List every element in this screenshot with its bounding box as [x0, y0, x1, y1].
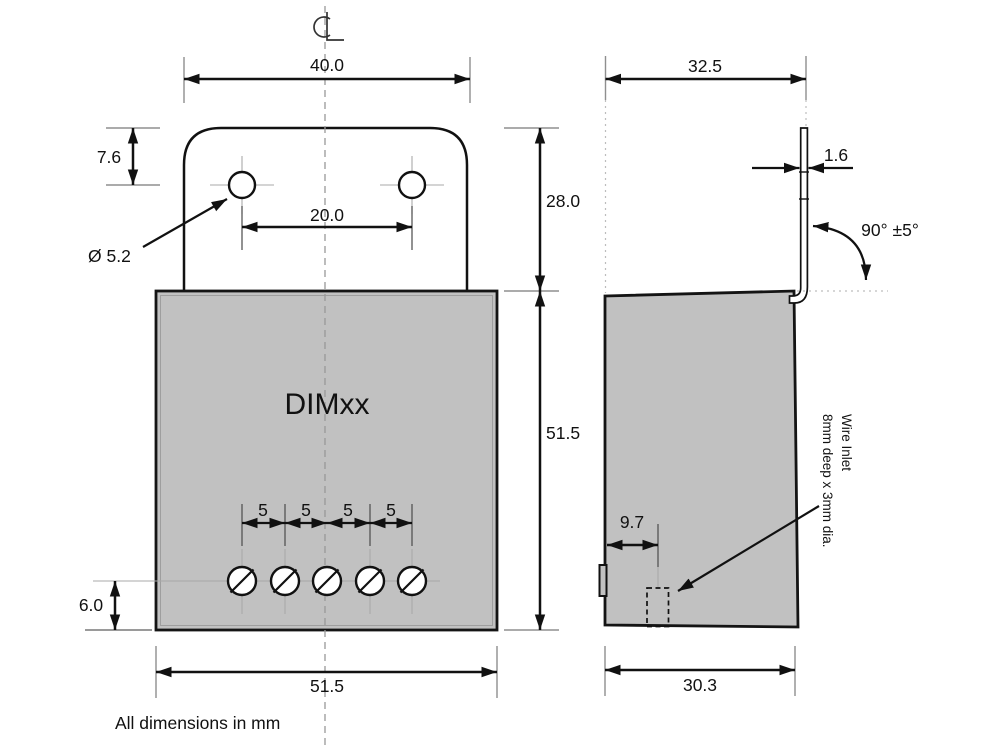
dim-tab-thickness: 1.6 [752, 145, 853, 174]
terminal-screw [354, 565, 386, 597]
dim-terminal-offset: 6.0 [79, 581, 152, 631]
terminal-screw [269, 565, 301, 597]
dim-label-51-5-width: 51.5 [310, 676, 344, 696]
dim-body-width: 51.5 [155, 646, 498, 698]
device-body-inner-edge [160, 295, 493, 626]
dim-label-20: 20.0 [310, 205, 344, 225]
device-label: DIMxx [285, 388, 370, 421]
dim-label-7-6: 7.6 [97, 147, 121, 167]
side-view: 32.5 1.6 90° ±5° 9.7 Wire Inlet [598, 56, 919, 696]
dim-hole-spacing: 20.0 [241, 205, 413, 250]
dim-bracket-width: 40.0 [183, 55, 471, 103]
dim-label-hole-dia: Ø 5.2 [88, 246, 131, 266]
wire-inlet-note: Wire Inlet 8mm deep x 3mm dia. [820, 414, 854, 548]
dim-label-28: 28.0 [546, 191, 580, 211]
bracket-hole-right [397, 170, 427, 200]
terminal-screw [396, 565, 428, 597]
dim-hole-offset: 7.6 [97, 127, 160, 186]
side-bracket-tab [788, 127, 809, 304]
dim-label-angle: 90° ±5° [861, 220, 919, 240]
dim-label-30-3: 30.3 [683, 675, 717, 695]
dim-label-9-7: 9.7 [620, 512, 644, 532]
dim-label-6: 6.0 [79, 595, 104, 615]
dim-label-32-5: 32.5 [688, 56, 722, 76]
dim-label-40: 40.0 [310, 55, 344, 75]
dim-depth: 32.5 [604, 56, 807, 293]
dim-bracket-height: 28.0 51.5 [504, 127, 580, 631]
wire-inlet-note-line1: Wire Inlet [839, 414, 854, 471]
terminal-screws [93, 549, 440, 614]
dim-label-pitch-4: 5 [386, 500, 396, 520]
dim-label-pitch-2: 5 [301, 500, 311, 520]
bracket-holes [210, 156, 444, 214]
side-left-bump [598, 564, 608, 597]
dim-label-1-6: 1.6 [824, 145, 848, 165]
dim-label-pitch-3: 5 [343, 500, 353, 520]
bracket-hole-left [227, 170, 257, 200]
wire-inlet-note-line2: 8mm deep x 3mm dia. [820, 414, 835, 548]
dim-label-pitch-1: 5 [258, 500, 268, 520]
units-note: All dimensions in mm [115, 713, 280, 733]
wire-inlet-hidden-outline [646, 587, 670, 628]
dim-base-depth: 30.3 [604, 646, 796, 696]
wire-inlet-callout: Wire Inlet 8mm deep x 3mm dia. [677, 414, 854, 592]
terminal-screw [226, 565, 258, 597]
dim-label-51-5-height: 51.5 [546, 423, 580, 443]
dim-wire-inlet-offset: 9.7 [607, 512, 659, 588]
dim-terminal-pitch: 5 5 5 5 [241, 500, 413, 546]
front-view: 40.0 7.6 Ø 5.2 20.0 DIMxx [79, 6, 580, 748]
centerline-symbol-icon [313, 12, 344, 41]
dim-tab-angle: 90° ±5° [797, 220, 919, 292]
terminal-screw [311, 565, 343, 597]
hole-diameter-callout: Ø 5.2 [88, 198, 228, 266]
